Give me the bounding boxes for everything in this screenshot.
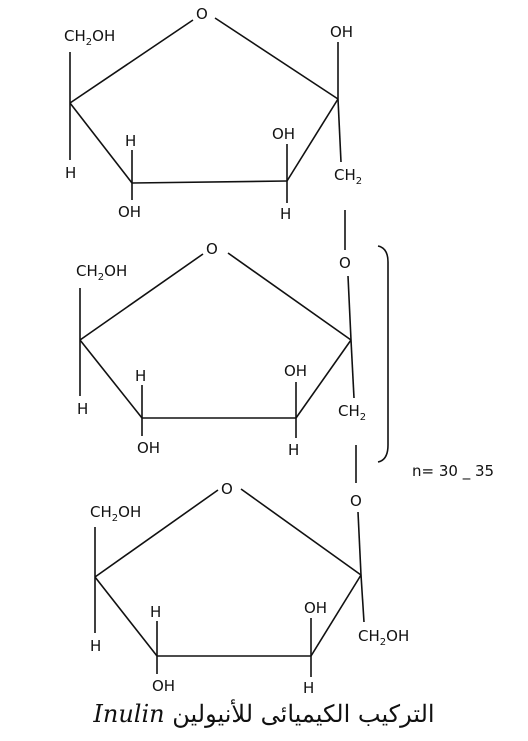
ring3-bond-o-right — [240, 488, 362, 576]
ring2-ch2oh: CH2OH — [76, 262, 127, 283]
ring1-oxygen: O — [196, 5, 208, 23]
ring2-bond-o-right — [227, 252, 352, 341]
ring3-oxygen: O — [221, 480, 233, 498]
ring1-bond-o-right — [214, 17, 339, 100]
ring3-oh-c3: OH — [152, 677, 175, 695]
ring1-h-left: H — [65, 164, 76, 182]
fructose-ring-2: O CH2OH H H OH OH H CH2 — [76, 240, 366, 459]
ring2-ch2: CH2 — [338, 402, 366, 423]
ring1-bond-bottom-right — [286, 98, 339, 182]
ring2-bond-o-left — [79, 253, 204, 341]
ring3-h-left: H — [90, 637, 101, 655]
ring1-ch2: CH2 — [334, 166, 362, 187]
ring1-c5-ch2-bond — [337, 98, 342, 163]
fructose-ring-1: O CH2OH H H OH OH H OH CH2 — [64, 5, 362, 223]
ring2-h-c3: H — [135, 367, 146, 385]
ring1-bond-left-bottom — [69, 102, 133, 184]
ring3-bond-o-left — [94, 489, 219, 578]
ring3-bond-left-bottom — [94, 576, 158, 657]
ring1-oh-c5: OH — [330, 23, 353, 41]
ring3-bond-bottom-right — [310, 574, 362, 657]
ring2-bond-left-bottom — [79, 339, 143, 419]
bridge2-lower-bond — [357, 511, 362, 576]
ring1-oh-c4: OH — [272, 125, 295, 143]
ring2-h-left: H — [77, 400, 88, 418]
ring2-oh-c4: OH — [284, 362, 307, 380]
fructose-ring-3: O CH2OH H H OH OH H CH2OH — [90, 480, 409, 697]
repeat-count-label: n= 30 _ 35 — [412, 462, 494, 481]
figure-caption: Inulin التركيب الكيميائى للأنيولين — [0, 700, 528, 741]
ring1-ch2oh: CH2OH — [64, 27, 115, 48]
ring1-bond-bottom — [131, 180, 288, 184]
ring3-h-c4: H — [303, 679, 314, 697]
bridge1-oxygen: O — [339, 254, 351, 272]
ring2-oxygen: O — [206, 240, 218, 258]
ring1-bond-o-left — [69, 19, 194, 104]
ring3-c5-ch2oh-bond — [360, 574, 365, 623]
ring1-oh-c3: OH — [118, 203, 141, 221]
ring1-h-c3: H — [125, 132, 136, 150]
ring3-h-c3: H — [150, 603, 161, 621]
ring2-h-c4: H — [288, 441, 299, 459]
ring3-ch2oh-right: CH2OH — [358, 627, 409, 648]
caption-arabic: التركيب الكيميائى للأنيولين — [172, 700, 435, 728]
bridge2-oxygen: O — [350, 492, 362, 510]
ring2-bond-bottom-right — [295, 339, 352, 419]
ring1-h-c4: H — [280, 205, 291, 223]
bridge1-lower-bond — [347, 275, 352, 341]
ring2-oh-c3: OH — [137, 439, 160, 457]
ring3-oh-c4: OH — [304, 599, 327, 617]
ring2-c5-ch2-bond — [350, 339, 355, 399]
caption-latin: Inulin — [93, 700, 165, 728]
ring3-ch2oh-left: CH2OH — [90, 503, 141, 524]
repeat-bracket — [377, 245, 389, 463]
